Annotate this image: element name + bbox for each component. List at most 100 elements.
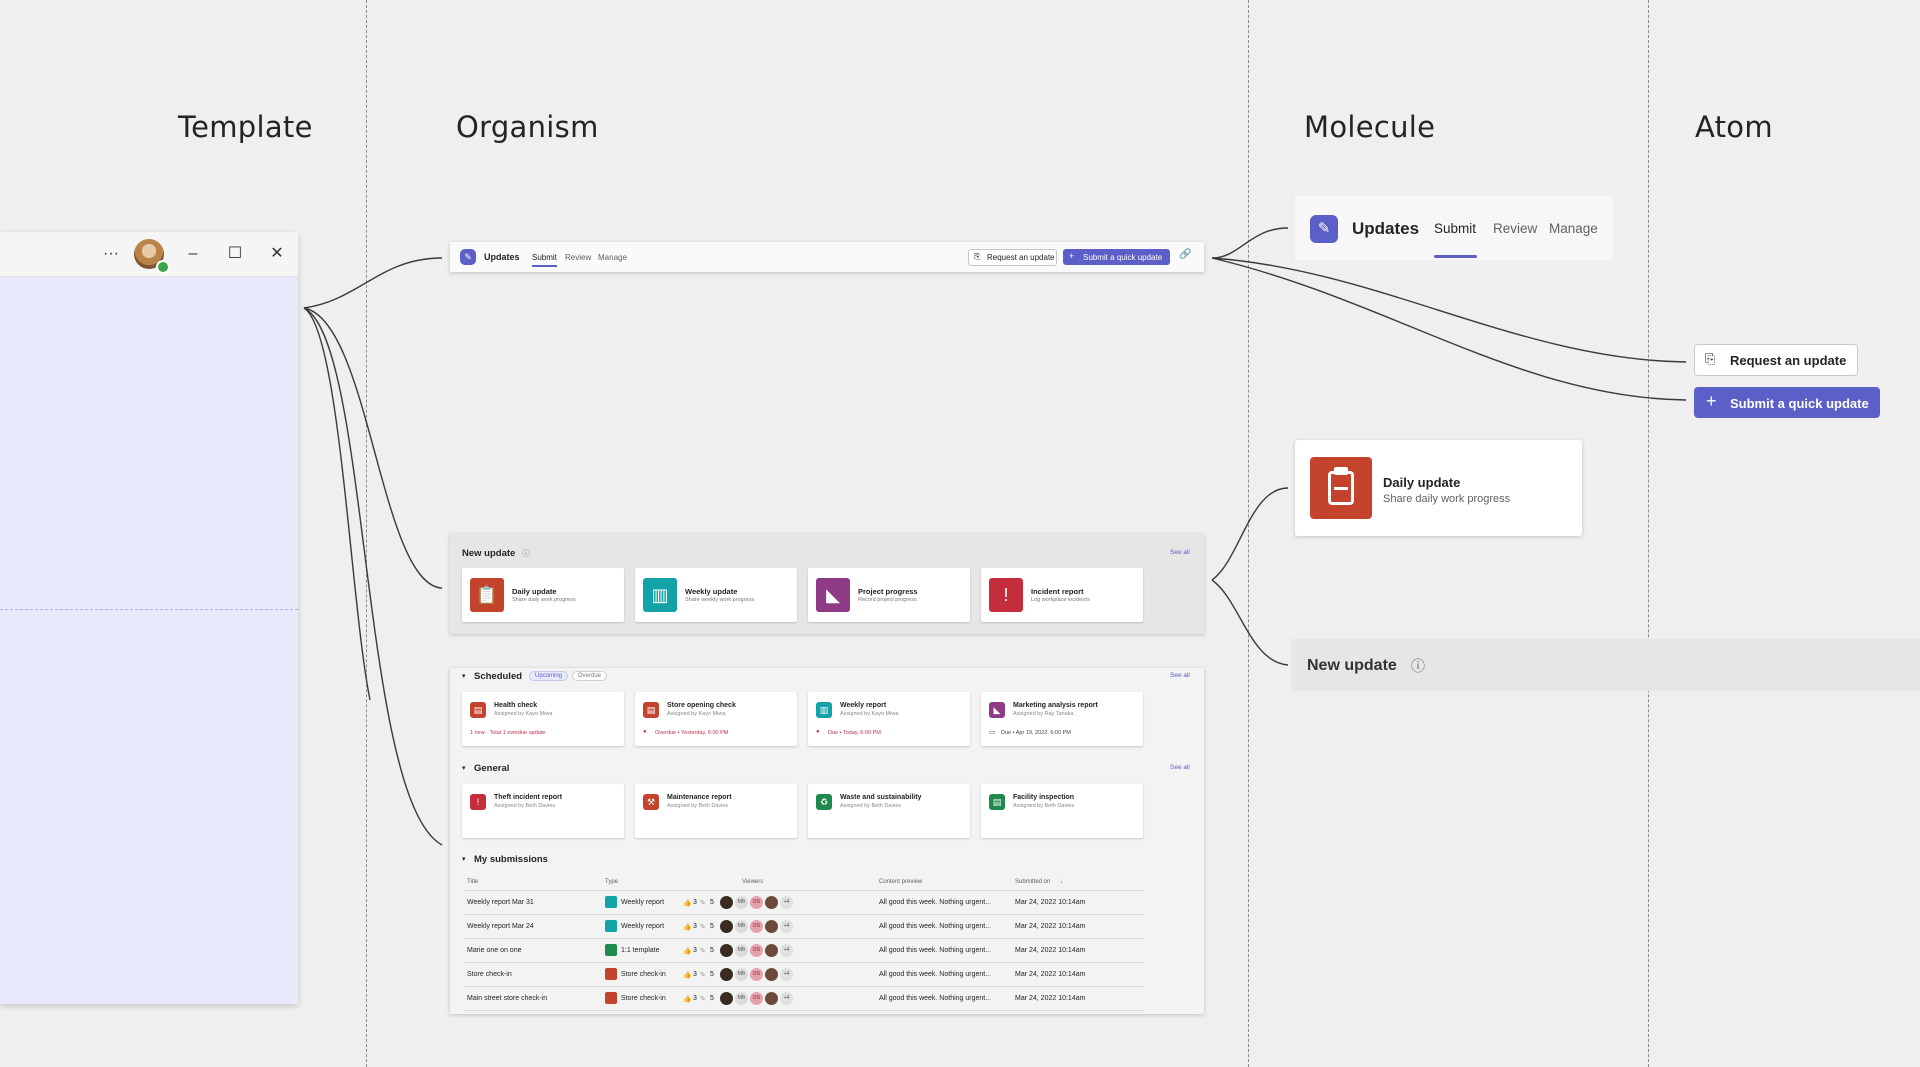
tab-submit[interactable]: Submit — [532, 253, 557, 267]
clipboard-icon: ▤ — [643, 702, 659, 718]
template-divider — [0, 609, 298, 610]
template-card[interactable]: ▥ Weekly update Share weekly work progre… — [635, 568, 797, 622]
like-count: 3 — [693, 923, 697, 930]
app-name: Updates — [484, 252, 520, 262]
request-update-button[interactable]: ⎘ Request an update — [968, 249, 1057, 266]
column-divider — [1648, 0, 1649, 1067]
row-type: Weekly report — [621, 923, 665, 930]
column-header-title[interactable]: Title — [467, 879, 479, 885]
info-icon[interactable]: ⓘ — [1411, 658, 1425, 674]
tab-manage[interactable]: Manage — [598, 253, 627, 262]
see-all-link[interactable]: See all — [1170, 764, 1190, 771]
more-viewers-badge: +4 — [780, 992, 793, 1005]
like-count: 3 — [693, 947, 697, 954]
tab-overdue[interactable]: Overdue — [572, 671, 608, 681]
submitted-date: Mar 24, 2022 10:14am — [1015, 995, 1086, 1002]
clock-icon: ● — [816, 729, 820, 735]
content-preview: All good this week. Nothing urgent... — [879, 899, 992, 906]
template-card[interactable]: ! Incident report Log workplace incident… — [981, 568, 1143, 622]
daily-update-card[interactable]: Daily update Share daily work progress — [1295, 440, 1582, 536]
chart-icon: ◣ — [989, 702, 1005, 718]
maximize-icon[interactable]: ☐ — [227, 245, 243, 262]
scheduled-title: Scheduled — [474, 671, 523, 682]
submit-quick-update-button[interactable]: + Submit a quick update — [1694, 387, 1880, 418]
row-title: Weekly report Mar 24 — [467, 923, 534, 930]
chart-icon: ◣ — [816, 578, 850, 612]
more-viewers-badge: +4 — [780, 944, 793, 957]
template-window: ··· – ☐ ✕ — [0, 232, 298, 1004]
template-type-icon — [605, 920, 617, 932]
incident-icon: ! — [989, 578, 1023, 612]
viewer-avatar: MB — [735, 920, 748, 933]
submit-quick-update-button[interactable]: + Submit a quick update — [1063, 249, 1170, 265]
card-subtitle: Assigned by Kayo Miwa — [494, 711, 553, 717]
link-icon[interactable]: 🔗 — [1179, 249, 1192, 260]
updates-app-icon: ✎ — [460, 249, 476, 265]
tab-upcoming[interactable]: Upcoming — [529, 671, 569, 681]
table-row[interactable]: Main street store check-in Store check-in… — [464, 987, 1144, 1011]
tab-manage[interactable]: Manage — [1549, 221, 1598, 236]
tab-review[interactable]: Review — [565, 253, 592, 262]
column-divider — [366, 0, 367, 1067]
more-options-icon[interactable]: ··· — [103, 245, 119, 262]
see-all-link[interactable]: See all — [1170, 549, 1190, 556]
chevron-down-icon[interactable]: ▾ — [462, 673, 466, 680]
template-card[interactable]: 📋 Daily update Share daily work progress — [462, 568, 624, 622]
comment-icon: ✎ — [700, 972, 706, 979]
card-title: Store opening check — [667, 702, 736, 709]
sort-arrow-icon[interactable]: ↓ — [1060, 879, 1063, 885]
scheduled-card[interactable]: ◣ Marketing analysis report Assigned by … — [981, 692, 1143, 746]
new-update-title: New update — [1307, 657, 1397, 674]
chevron-down-icon[interactable]: ▾ — [462, 856, 466, 863]
viewer-avatar: DS — [750, 968, 763, 981]
thumbs-up-icon: 👍 — [683, 900, 692, 907]
card-subtitle: Assigned by Beth Davies — [1013, 803, 1075, 809]
general-card[interactable]: ! Theft incident report Assigned by Beth… — [462, 784, 624, 838]
clipboard-icon — [1310, 457, 1372, 519]
tab-submit[interactable]: Submit — [1434, 221, 1477, 236]
chevron-down-icon[interactable]: ▾ — [462, 765, 466, 772]
scheduled-card[interactable]: ▤ Health check Assigned by Kayo Miwa 1 n… — [462, 692, 624, 746]
more-viewers-badge: +4 — [780, 920, 793, 933]
row-title: Main street store check-in — [467, 995, 548, 1002]
card-title: Project progress — [858, 587, 918, 596]
request-update-button[interactable]: ⎘ Request an update — [1694, 344, 1858, 376]
card-subtitle: Log workplace incidents — [1031, 597, 1090, 603]
scheduled-card[interactable]: ▥ Weekly report Assigned by Kayo Miwa Du… — [808, 692, 970, 746]
card-title: Marketing analysis report — [1013, 702, 1098, 709]
card-subtitle: Assigned by Kayo Miwa — [667, 711, 726, 717]
close-icon[interactable]: ✕ — [270, 245, 284, 262]
template-type-icon — [605, 968, 617, 980]
template-card[interactable]: ◣ Project progress Record project progre… — [808, 568, 970, 622]
column-header-viewers[interactable]: Viewers — [742, 879, 764, 885]
column-header-preview[interactable]: Content preview — [879, 879, 923, 885]
card-title: Theft incident report — [494, 794, 563, 801]
table-header: Title Type Viewers Content preview Submi… — [464, 874, 1144, 891]
tab-review[interactable]: Review — [1493, 221, 1538, 236]
submit-quick-update-label: Submit a quick update — [1083, 253, 1163, 262]
updates-app-icon: ✎ — [1310, 215, 1338, 243]
thumbs-up-icon: 👍 — [683, 948, 692, 955]
general-card[interactable]: ⚒ Maintenance report Assigned by Beth Da… — [635, 784, 797, 838]
general-card[interactable]: ♻ Waste and sustainability Assigned by B… — [808, 784, 970, 838]
column-header-type[interactable]: Type — [605, 879, 619, 885]
minimize-icon[interactable]: – — [188, 245, 198, 262]
row-type: Store check-in — [621, 995, 666, 1002]
scheduled-card[interactable]: ▤ Store opening check Assigned by Kayo M… — [635, 692, 797, 746]
see-all-link[interactable]: See all — [1170, 672, 1190, 679]
viewer-avatar — [765, 992, 778, 1005]
template-type-icon — [605, 944, 617, 956]
viewer-avatar — [765, 944, 778, 957]
clipboard-icon: ▤ — [470, 702, 486, 718]
column-header-submitted[interactable]: Submitted on — [1015, 879, 1051, 885]
general-card[interactable]: ▤ Facility inspection Assigned by Beth D… — [981, 784, 1143, 838]
submitted-date: Mar 24, 2022 10:14am — [1015, 899, 1086, 906]
info-icon[interactable]: ⓘ — [522, 549, 530, 558]
card-subtitle: Share daily work progress — [1383, 493, 1511, 505]
updates-dashboard-panel: ▾ Scheduled Upcoming Overdue See all ▤ H… — [450, 668, 1204, 1014]
